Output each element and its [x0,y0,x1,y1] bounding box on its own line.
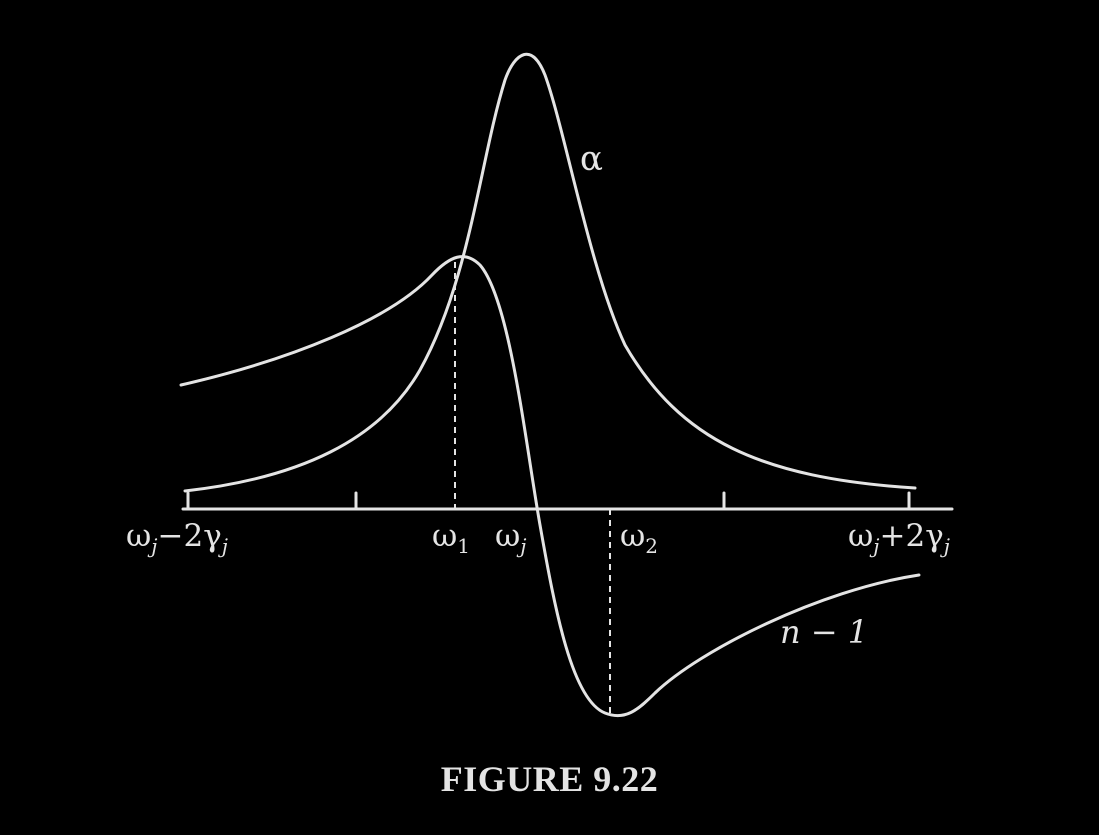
alpha-curve [183,52,917,493]
figure-caption: FIGURE 9.22 [440,759,659,799]
tick-label-right: ωj+2γj [848,518,950,558]
tick-label-omega1: ω1 [432,518,470,558]
tick-label-omegaj: ωj [495,518,526,558]
n-minus-1-label: n − 1 [780,613,868,651]
alpha-label: α [580,139,603,179]
n-minus-1-curve [179,255,921,718]
tick-label-left: ωj−2γj [126,518,228,558]
tick-label-omega2: ω2 [620,518,658,558]
